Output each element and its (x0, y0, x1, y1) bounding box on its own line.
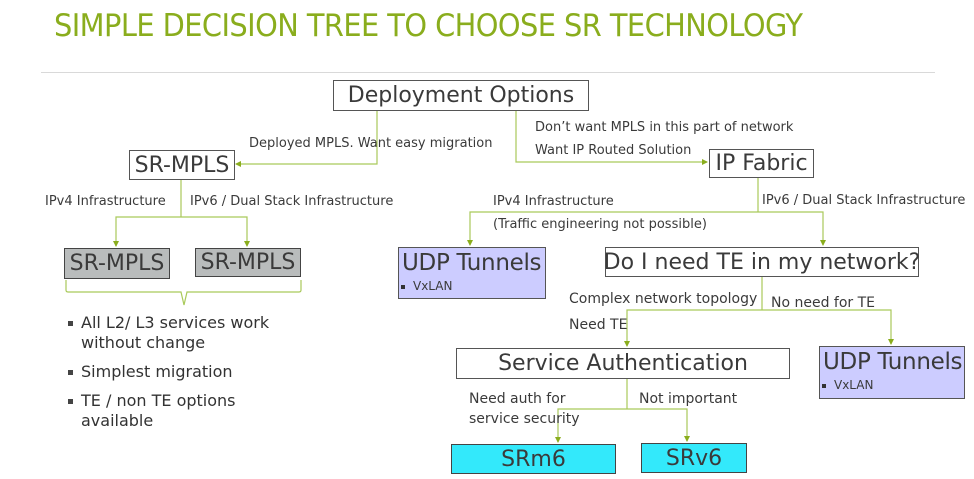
edge-label-need-te-yes-line2: Need TE (569, 317, 628, 333)
benefit-text: TE / non TE options available (81, 391, 236, 430)
sr-mpls-node: SR-MPLS (129, 150, 235, 180)
connector-sr-mpls-ipv6 (181, 216, 250, 247)
bullet-icon (68, 321, 73, 326)
benefit-item: TE / non TE options available (68, 391, 308, 431)
edge-label-need-te-no: No need for TE (771, 295, 876, 311)
benefit-item: All L2/ L3 services work without change (68, 313, 308, 353)
connector-sr-mpls-ipv4 (113, 216, 181, 247)
sr-mpls-ipv4-label: SR-MPLS (69, 251, 165, 276)
bullet-icon (68, 399, 73, 404)
edge-label-to-ip-fabric-line2: Want IP Routed Solution (535, 143, 692, 158)
udp-tunnels-no-te-title: UDP Tunnels (823, 349, 963, 375)
ip-fabric-label: IP Fabric (715, 151, 808, 176)
slide-title: SIMPLE DECISION TREE TO CHOOSE SR TECHNO… (54, 8, 803, 44)
bullet-icon (822, 383, 826, 388)
brace-connector (65, 280, 302, 306)
srm6-node: SRm6 (451, 444, 616, 474)
edge-label-mpls-ipv6: IPv6 / Dual Stack Infrastructure (190, 194, 394, 209)
udp-tunnels-ipv4-bullet: VxLAN (399, 278, 452, 294)
benefit-text: All L2/ L3 services work without change (81, 313, 270, 352)
benefit-item: Simplest migration (68, 362, 308, 382)
edge-label-fabric-ipv4-line1: IPv4 Infrastructure (493, 194, 614, 209)
service-authentication-node: Service Authentication (456, 348, 790, 379)
connector-need-te-no (762, 309, 894, 345)
udp-tunnels-no-te-bullet: VxLAN (820, 377, 873, 393)
mpls-benefits-list: All L2/ L3 services work without change … (68, 313, 308, 440)
connector-need-te-yes (624, 309, 762, 347)
edge-label-auth-yes-line1: Need auth for (469, 391, 566, 407)
edge-label-need-te-yes-line1: Complex network topology (569, 291, 758, 307)
udp-tunnels-no-te-bullet-text: VxLAN (834, 378, 874, 392)
benefit-text: Simplest migration (81, 362, 233, 381)
connector-auth-no (627, 408, 690, 442)
srv6-node: SRv6 (641, 443, 747, 473)
srv6-label: SRv6 (665, 445, 723, 471)
connector-deploy-to-sr-mpls (235, 111, 378, 167)
sr-mpls-ipv6-node: SR-MPLS (195, 248, 301, 277)
service-authentication-label: Service Authentication (498, 351, 748, 376)
need-te-node: Do I need TE in my network? (603, 247, 921, 277)
ip-fabric-node: IP Fabric (709, 149, 814, 178)
edge-label-to-sr-mpls: Deployed MPLS. Want easy migration (249, 136, 493, 151)
edge-label-fabric-ipv4-line2: (Traffic engineering not possible) (493, 217, 707, 232)
deployment-options-label: Deployment Options (347, 83, 575, 108)
connector-auth-yes (555, 408, 627, 443)
bullet-icon (401, 284, 405, 289)
udp-tunnels-ipv4-title: UDP Tunnels (402, 250, 542, 276)
sr-mpls-ipv4-node: SR-MPLS (64, 248, 170, 279)
need-te-label: Do I need TE in my network? (603, 249, 921, 275)
sr-mpls-label: SR-MPLS (134, 152, 230, 178)
udp-tunnels-ipv4-bullet-text: VxLAN (413, 279, 453, 293)
edge-label-mpls-ipv4: IPv4 Infrastructure (45, 194, 166, 209)
connector-ip-fabric-ipv6 (758, 211, 826, 246)
sr-mpls-ipv6-label: SR-MPLS (200, 250, 296, 275)
connector-deploy-to-ip-fabric (515, 111, 708, 165)
deployment-options-node: Deployment Options (333, 80, 589, 111)
title-divider (41, 72, 935, 73)
connector-ip-fabric-ipv4 (467, 211, 758, 246)
udp-tunnels-no-te-node: UDP Tunnels VxLAN (819, 346, 965, 399)
udp-tunnels-ipv4-node: UDP Tunnels VxLAN (398, 247, 546, 299)
bullet-icon (68, 370, 73, 375)
edge-label-to-ip-fabric-line1: Don’t want MPLS in this part of network (535, 120, 794, 135)
srm6-label: SRm6 (501, 446, 566, 472)
edge-label-fabric-ipv6: IPv6 / Dual Stack Infrastructure (762, 193, 966, 208)
edge-label-auth-no: Not important (639, 391, 738, 407)
edge-label-auth-yes-line2: service security (469, 411, 580, 427)
